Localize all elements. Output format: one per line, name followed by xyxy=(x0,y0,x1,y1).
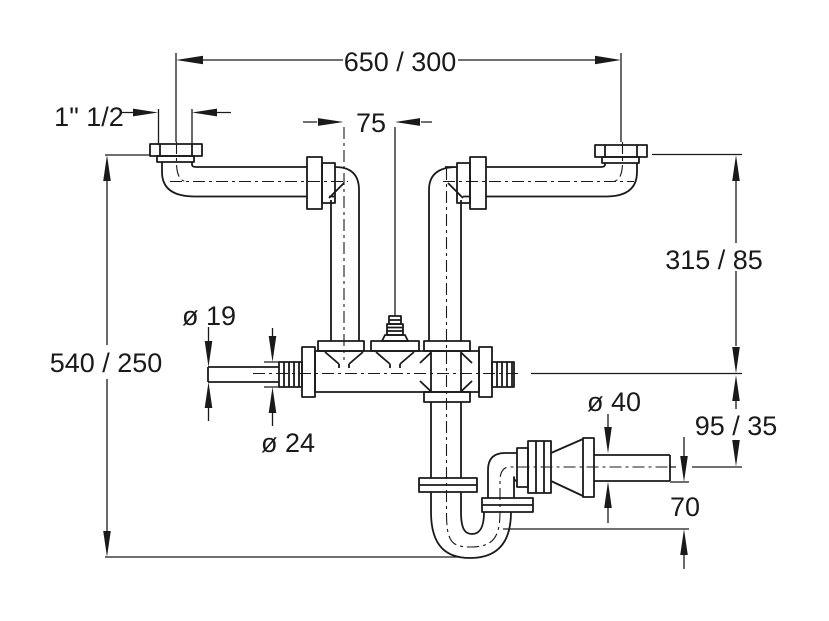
left-nozzle-tip-tube xyxy=(207,366,279,383)
outlet-union-nut xyxy=(527,440,552,494)
manifold-right-end-flange xyxy=(478,346,493,398)
dim-inlet-arrow-right xyxy=(192,108,217,117)
left-hose-nozzle xyxy=(278,361,303,388)
dim-nozzle-small-arrow-top xyxy=(204,341,213,367)
dim-label-outlet-diameter: ø 40 xyxy=(587,387,641,417)
dim-right-height-arrow-bottom xyxy=(732,347,740,374)
right-hose-nozzle xyxy=(491,361,515,388)
manifold xyxy=(207,315,515,403)
left-nozzle-ridges xyxy=(283,362,300,387)
dim-outlet-height: 95 / 35 xyxy=(670,375,778,468)
dim-nozzle-large: ø 24 xyxy=(261,328,315,458)
right-coupling-nut xyxy=(469,156,487,210)
dim-right-height-arrow-top xyxy=(732,155,740,181)
dim-label-trap-offset: 70 xyxy=(670,492,700,522)
dim-nozzle-large-arrow-bottom xyxy=(268,387,277,413)
vent-union-nut xyxy=(370,340,420,352)
dim-outlet-diameter-arrow-bottom xyxy=(604,481,612,508)
manifold-body xyxy=(314,350,480,393)
right-flange-bore-lines xyxy=(604,145,638,157)
trap-centerline xyxy=(445,168,671,548)
right-sink-branch xyxy=(423,144,648,352)
outlet-pipe xyxy=(594,454,671,482)
dim-top-width-arrow-left xyxy=(176,55,203,65)
outlet-elbow-outer xyxy=(487,452,517,498)
right-nozzle-ridges xyxy=(496,362,513,387)
centerlines xyxy=(170,127,671,548)
left-coupling-collar xyxy=(321,162,336,204)
outlet-nut-facets xyxy=(535,441,545,493)
dim-right-height: 315 / 85 xyxy=(531,153,763,375)
lower-union-nut xyxy=(423,391,471,403)
trap-ubend-outer xyxy=(430,511,512,559)
outlet-cone-flange xyxy=(582,437,595,498)
left-tailpiece-nut xyxy=(156,155,195,163)
left-downpipe-inner xyxy=(328,182,345,341)
right-elbow-inner xyxy=(486,163,606,168)
dim-top-width-arrow-right xyxy=(595,55,621,65)
dim-label-nozzle-small: ø 19 xyxy=(182,301,236,331)
vent-threaded-body xyxy=(386,323,404,336)
trap-neck xyxy=(430,492,462,512)
dim-center-offset: 75 xyxy=(303,108,432,316)
dim-label-outlet-height: 95 / 35 xyxy=(695,411,778,441)
left-manifold-union-nut xyxy=(317,340,365,352)
outlet-cone xyxy=(550,438,584,497)
left-tailpiece-centerline xyxy=(175,142,188,183)
dim-trap-offset-extensions xyxy=(503,481,689,530)
dim-nozzle-large-arrow-top xyxy=(268,336,277,362)
dim-outlet-height-arrow-bottom xyxy=(732,440,740,467)
dim-nozzle-small-arrow-bottom xyxy=(204,382,213,408)
dim-center-offset-arrow-right xyxy=(395,118,420,126)
dim-label-top-width: 650 / 300 xyxy=(344,47,457,77)
dim-label-nozzle-large: ø 24 xyxy=(261,428,315,458)
dim-inlet-size: 1" 1/2 xyxy=(54,102,231,145)
right-tailpiece-nut xyxy=(601,156,640,164)
dim-overall-arrow-top xyxy=(103,155,111,181)
dim-inlet-extensions xyxy=(157,109,193,145)
left-inlet-funnel xyxy=(324,351,364,368)
right-sink-flange xyxy=(594,144,648,158)
dim-label-inlet-size: 1" 1/2 xyxy=(54,102,124,132)
dim-outlet-height-arrow-top xyxy=(732,375,740,401)
dim-overall-height: 540 / 250 xyxy=(50,154,459,558)
dim-center-offset-arrow-left xyxy=(318,118,344,126)
center-inlet-funnel xyxy=(375,351,415,368)
trap-ubend-inner xyxy=(460,511,485,535)
vent-base xyxy=(381,334,409,342)
trap-assembly xyxy=(418,402,671,559)
right-elbow-outer xyxy=(486,163,638,198)
dim-inlet-arrow-left xyxy=(133,108,158,117)
right-downpipe-outer xyxy=(428,166,458,341)
dim-trap-offset-arrow-bottom xyxy=(680,529,688,555)
trap-inlet-pipe xyxy=(430,402,462,478)
left-coupling-nut xyxy=(306,156,323,210)
right-downpipe-inner xyxy=(447,182,470,341)
dim-nozzle-large-tails xyxy=(264,328,280,426)
dim-nozzle-small: ø 19 xyxy=(182,301,236,421)
left-flange-bore-lines xyxy=(159,144,193,156)
dim-trap-offset: 70 xyxy=(503,437,700,569)
dim-top-width: 650 / 300 xyxy=(175,47,622,142)
dim-outlet-diameter-arrow-top xyxy=(604,427,612,454)
vent-thread-ridges xyxy=(387,319,403,332)
dim-label-center-offset: 75 xyxy=(356,108,386,138)
right-coupling-collar xyxy=(456,162,471,204)
tee-passage xyxy=(419,351,473,393)
left-elbow-outer xyxy=(161,162,307,198)
dim-overall-arrow-bottom xyxy=(103,531,111,557)
dim-label-overall-height: 540 / 250 xyxy=(50,348,163,378)
left-elbow-inner xyxy=(191,162,307,168)
manifold-left-end-flange xyxy=(301,346,316,398)
dim-outlet-diameter: ø 40 xyxy=(587,387,641,523)
dim-label-right-height: 315 / 85 xyxy=(665,245,763,275)
dim-trap-offset-arrow-top xyxy=(680,456,688,482)
dim-top-width-extensions xyxy=(175,53,622,142)
left-downpipe-outer xyxy=(334,166,360,341)
right-tailpiece-centerline xyxy=(611,142,624,183)
